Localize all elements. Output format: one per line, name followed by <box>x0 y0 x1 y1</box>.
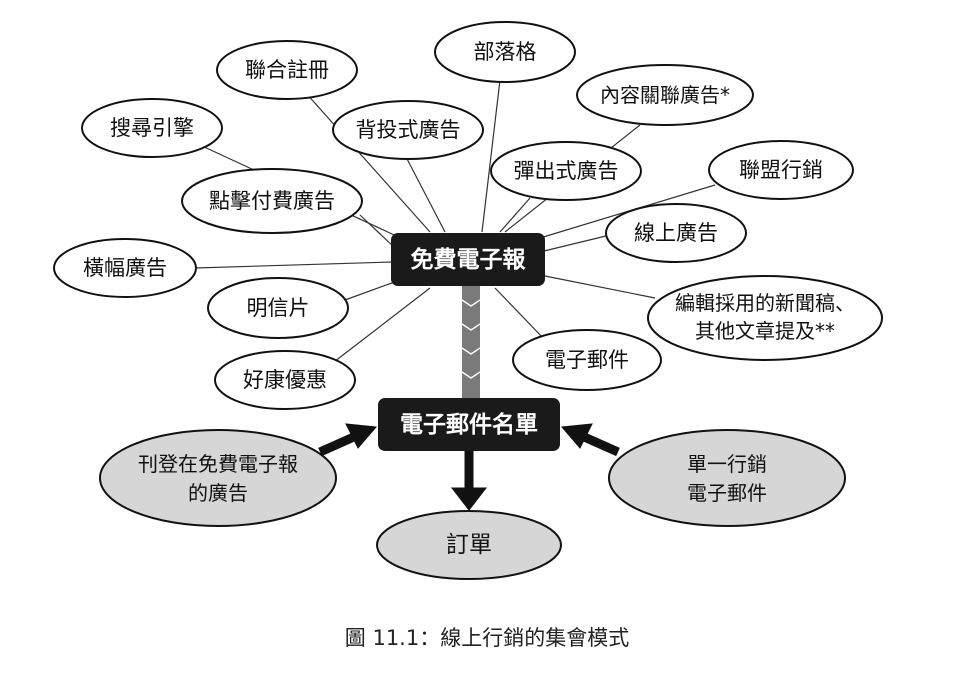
label-ppc-ads: 點擊付費廣告 <box>209 189 335 213</box>
input-labels: 刊登在免費電子報 的廣告 單一行銷 電子郵件 訂單 <box>138 452 767 558</box>
spoke-labels: 部落格 聯合註冊 內容關聯廣告* 搜尋引擎 背投式廣告 彈出式廣告 聯盟行銷 點… <box>83 40 855 392</box>
node-online-ads <box>605 203 747 263</box>
node-contextual-ads <box>576 64 754 126</box>
label-joint-registration: 聯合註冊 <box>245 58 329 82</box>
label-interstitial-ads: 背投式廣告 <box>356 118 461 142</box>
arrow-right-shaft <box>580 431 620 457</box>
center-box-label: 免費電子報 <box>411 246 527 273</box>
spoke-nodes <box>53 21 883 410</box>
arrow-right-head <box>560 423 593 449</box>
node-order <box>376 510 562 580</box>
label-contextual-ads: 內容關聯廣告* <box>600 83 730 107</box>
node-affiliate-marketing <box>708 140 854 200</box>
line-email <box>494 287 546 341</box>
line-interstitial-ads <box>404 154 446 233</box>
node-joint-registration <box>216 40 358 100</box>
label-editorial-line2: 其他文章提及** <box>695 319 835 343</box>
line-special-offers <box>329 287 431 366</box>
label-popup-ads: 彈出式廣告 <box>514 159 619 183</box>
label-single-email-line2: 電子郵件 <box>687 481 767 505</box>
label-single-email-line1: 單一行銷 <box>687 452 767 476</box>
label-banner-ads: 橫幅廣告 <box>83 256 167 280</box>
line-online-ads <box>539 234 611 253</box>
arrow-left-shaft <box>318 431 358 457</box>
label-order: 訂單 <box>446 532 492 558</box>
arrow-down-head <box>450 487 488 511</box>
center-box: 免費電子報 <box>391 233 545 286</box>
email-list-box-label: 電子郵件名單 <box>400 411 538 438</box>
node-interstitial-ads <box>332 100 484 160</box>
email-list-box: 電子郵件名單 <box>378 398 560 451</box>
flow-arrows <box>318 423 620 511</box>
label-newsletter-ads-line2: 的廣告 <box>188 481 248 505</box>
label-email: 電子郵件 <box>545 348 629 372</box>
label-newsletter-ads-line1: 刊登在免費電子報 <box>138 452 298 476</box>
node-popup-ads <box>490 141 642 201</box>
node-special-offers <box>214 350 356 410</box>
label-editorial-line1: 編輯採用的新聞稿、 <box>675 291 855 315</box>
line-banner-ads <box>194 261 393 269</box>
label-affiliate-marketing: 聯盟行銷 <box>739 158 823 182</box>
label-blog: 部落格 <box>474 40 537 64</box>
node-search-engines <box>81 98 223 158</box>
node-blog <box>434 21 576 83</box>
label-postcards: 明信片 <box>247 296 310 320</box>
input-nodes <box>99 429 846 580</box>
node-single-email <box>608 429 846 527</box>
label-online-ads: 線上廣告 <box>634 221 718 245</box>
node-newsletter-ads <box>99 429 337 527</box>
node-editorial <box>647 275 883 361</box>
line-postcards <box>344 279 401 301</box>
chain-connector <box>461 286 481 398</box>
label-search-engines: 搜尋引擎 <box>110 116 194 140</box>
node-banner-ads <box>53 238 197 298</box>
node-postcards <box>207 277 349 339</box>
line-ppc-ads <box>359 214 396 249</box>
spoke-lines <box>194 79 716 366</box>
node-email <box>512 329 662 391</box>
figure-caption: 圖 11.1：線上行銷的集會模式 <box>344 626 630 650</box>
line-editorial <box>539 274 656 299</box>
label-special-offers: 好康優惠 <box>243 368 327 392</box>
line-popup-ads <box>499 197 531 233</box>
arrow-left-head <box>345 423 378 449</box>
node-ppc-ads <box>181 168 363 234</box>
line-joint-registration <box>304 91 431 233</box>
line-blog <box>481 79 501 233</box>
